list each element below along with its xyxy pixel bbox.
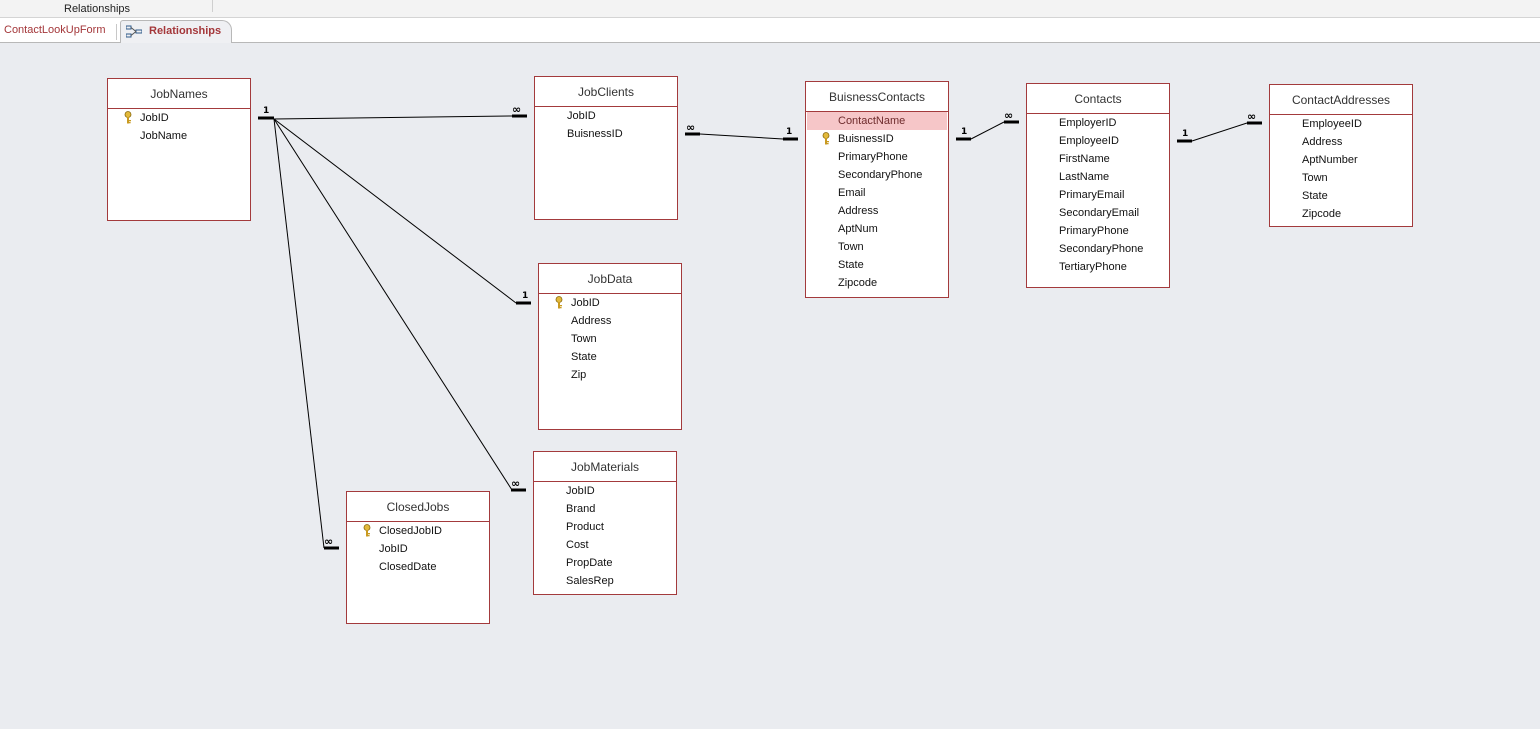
field-product[interactable]: Product	[566, 521, 604, 533]
field-town[interactable]: Town	[838, 241, 864, 253]
field-jobid[interactable]: JobID	[566, 485, 595, 497]
field-tertiaryphone[interactable]: TertiaryPhone	[1059, 261, 1127, 273]
cardinality-many: ∞	[511, 477, 520, 490]
field-employeeid[interactable]: EmployeeID	[1302, 118, 1362, 130]
table-title[interactable]: JobMaterials	[534, 452, 676, 482]
cardinality-one: 1	[522, 291, 529, 301]
table-contactaddresses[interactable]: ContactAddresses EmployeeID Address AptN…	[1269, 84, 1413, 227]
cardinality-many: ∞	[686, 121, 695, 134]
field-jobid[interactable]: JobID	[379, 543, 408, 555]
field-address[interactable]: Address	[571, 315, 612, 327]
field-label: ClosedJobID	[379, 525, 442, 537]
table-title[interactable]: JobNames	[108, 79, 250, 109]
field-jobname[interactable]: JobName	[140, 130, 188, 142]
table-contacts[interactable]: Contacts EmployerID EmployeeID FirstName…	[1026, 83, 1170, 288]
cardinality-one: 1	[1182, 129, 1189, 139]
table-jobdata[interactable]: JobData JobID Address Town State Zip	[538, 263, 682, 430]
field-address[interactable]: Address	[1302, 136, 1343, 148]
field-label: BuisnessID	[838, 133, 894, 145]
cardinality-many: ∞	[512, 103, 521, 116]
cardinality-one: 1	[263, 106, 270, 116]
field-primaryemail[interactable]: PrimaryEmail	[1059, 189, 1125, 201]
field-buisnessid[interactable]: BuisnessID	[567, 128, 623, 140]
table-title[interactable]: ContactAddresses	[1270, 85, 1412, 115]
field-brand[interactable]: Brand	[566, 503, 596, 515]
field-salesrep[interactable]: SalesRep	[566, 575, 614, 587]
field-primaryphone[interactable]: PrimaryPhone	[1059, 225, 1129, 237]
field-state[interactable]: State	[1302, 190, 1328, 202]
field-jobid[interactable]: JobID	[539, 294, 681, 312]
primary-key-icon	[363, 524, 371, 537]
primary-key-icon	[555, 296, 563, 309]
cardinality-one: 1	[961, 127, 968, 137]
field-employerid[interactable]: EmployerID	[1059, 117, 1117, 129]
field-zipcode[interactable]: Zipcode	[1302, 208, 1342, 220]
field-cost[interactable]: Cost	[566, 539, 589, 551]
field-secondaryemail[interactable]: SecondaryEmail	[1059, 207, 1140, 219]
relationships-icon	[126, 25, 142, 38]
field-town[interactable]: Town	[1302, 172, 1328, 184]
field-state[interactable]: State	[838, 259, 864, 271]
table-title[interactable]: BuisnessContacts	[806, 82, 948, 112]
primary-key-icon	[124, 111, 132, 124]
title-divider	[212, 0, 213, 12]
field-closeddate[interactable]: ClosedDate	[379, 561, 437, 573]
field-contactname[interactable]: ContactName	[807, 112, 947, 130]
table-title[interactable]: Contacts	[1027, 84, 1169, 114]
field-secondaryphone[interactable]: SecondaryPhone	[838, 169, 923, 181]
table-closedjobs[interactable]: ClosedJobs ClosedJobID JobID ClosedDate	[346, 491, 490, 624]
tab-relationships-label: Relationships	[149, 25, 222, 37]
primary-key-icon	[822, 132, 830, 145]
tab-relationships[interactable]: Relationships	[120, 20, 232, 43]
field-secondaryphone[interactable]: SecondaryPhone	[1059, 243, 1144, 255]
field-label: JobID	[140, 112, 169, 124]
cardinality-many: ∞	[324, 535, 333, 548]
field-lastname[interactable]: LastName	[1059, 171, 1110, 183]
field-employeeid[interactable]: EmployeeID	[1059, 135, 1119, 147]
cardinality-many: ∞	[1004, 109, 1013, 122]
field-address[interactable]: Address	[838, 205, 879, 217]
field-email[interactable]: Email	[838, 187, 866, 199]
table-jobmaterials[interactable]: JobMaterials JobID Brand Product Cost Pr…	[533, 451, 677, 595]
table-jobclients[interactable]: JobClients JobID BuisnessID	[534, 76, 678, 220]
tab-separator	[116, 24, 117, 40]
table-title[interactable]: JobClients	[535, 77, 677, 107]
window-title-bar: Relationships	[0, 0, 1540, 18]
table-buisnesscontacts[interactable]: BuisnessContacts ContactName BuisnessID …	[805, 81, 949, 298]
field-zip[interactable]: Zip	[571, 369, 587, 381]
tab-contactlookupform[interactable]: ContactLookUpForm	[4, 24, 106, 36]
field-label: JobID	[571, 297, 600, 309]
field-state[interactable]: State	[571, 351, 597, 363]
field-aptnum[interactable]: AptNum	[838, 223, 878, 235]
field-primaryphone[interactable]: PrimaryPhone	[838, 151, 908, 163]
document-tab-bar: ContactLookUpForm Relationships	[0, 18, 1540, 43]
field-closedjobid[interactable]: ClosedJobID	[347, 522, 489, 540]
field-propdate[interactable]: PropDate	[566, 557, 613, 569]
table-jobnames[interactable]: JobNames JobID JobName	[107, 78, 251, 221]
field-buisnessid[interactable]: BuisnessID	[806, 130, 948, 148]
field-zipcode[interactable]: Zipcode	[838, 277, 878, 289]
cardinality-one: 1	[786, 127, 793, 137]
window-title: Relationships	[64, 3, 131, 15]
field-jobid[interactable]: JobID	[567, 110, 596, 122]
field-aptnumber[interactable]: AptNumber	[1302, 154, 1358, 166]
field-town[interactable]: Town	[571, 333, 597, 345]
field-jobid[interactable]: JobID	[108, 109, 250, 127]
cardinality-many: ∞	[1247, 110, 1256, 123]
field-firstname[interactable]: FirstName	[1059, 153, 1110, 165]
table-title[interactable]: ClosedJobs	[347, 492, 489, 522]
table-title[interactable]: JobData	[539, 264, 681, 294]
